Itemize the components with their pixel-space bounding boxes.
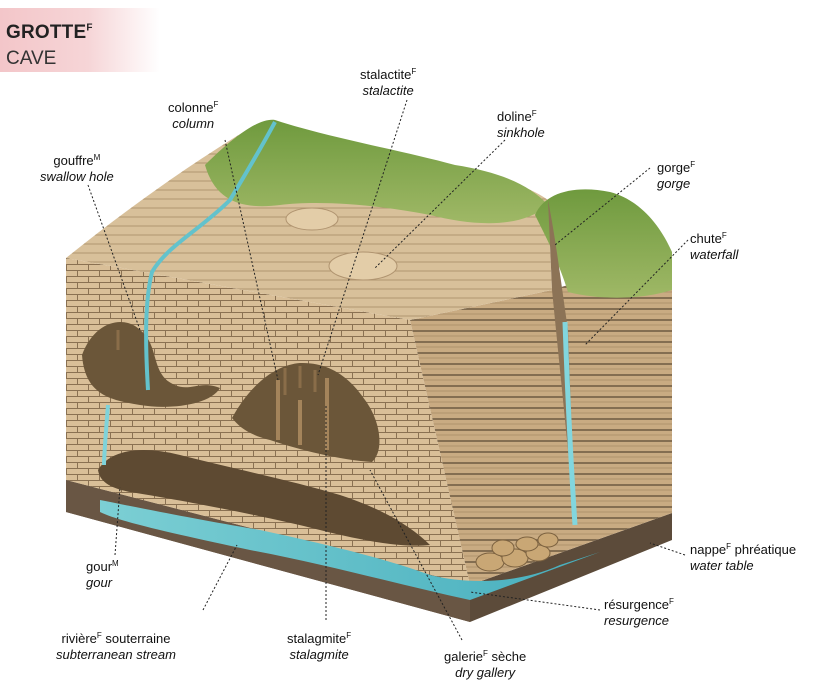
label-sinkhole: dolineF sinkhole xyxy=(497,106,545,141)
label-swallow-hole: gouffreM swallow hole xyxy=(40,150,114,185)
sinkhole-depression-2 xyxy=(286,208,338,230)
label-stalagmite: stalagmiteF stalagmite xyxy=(287,628,351,663)
label-resurgence: résurgenceF resurgence xyxy=(604,594,674,629)
label-dry-gallery: galerieF sèche dry gallery xyxy=(444,646,526,681)
label-column: colonneF column xyxy=(168,97,218,132)
label-stalactite: stalactiteF stalactite xyxy=(360,64,416,99)
label-water-table: nappeF phréatique water table xyxy=(690,539,796,574)
label-waterfall: chuteF waterfall xyxy=(690,228,738,263)
label-subterranean-stream: rivièreF souterraine subterranean stream xyxy=(56,628,176,663)
label-gour: gourM gour xyxy=(86,556,119,591)
label-gorge: gorgeF gorge xyxy=(657,157,695,192)
